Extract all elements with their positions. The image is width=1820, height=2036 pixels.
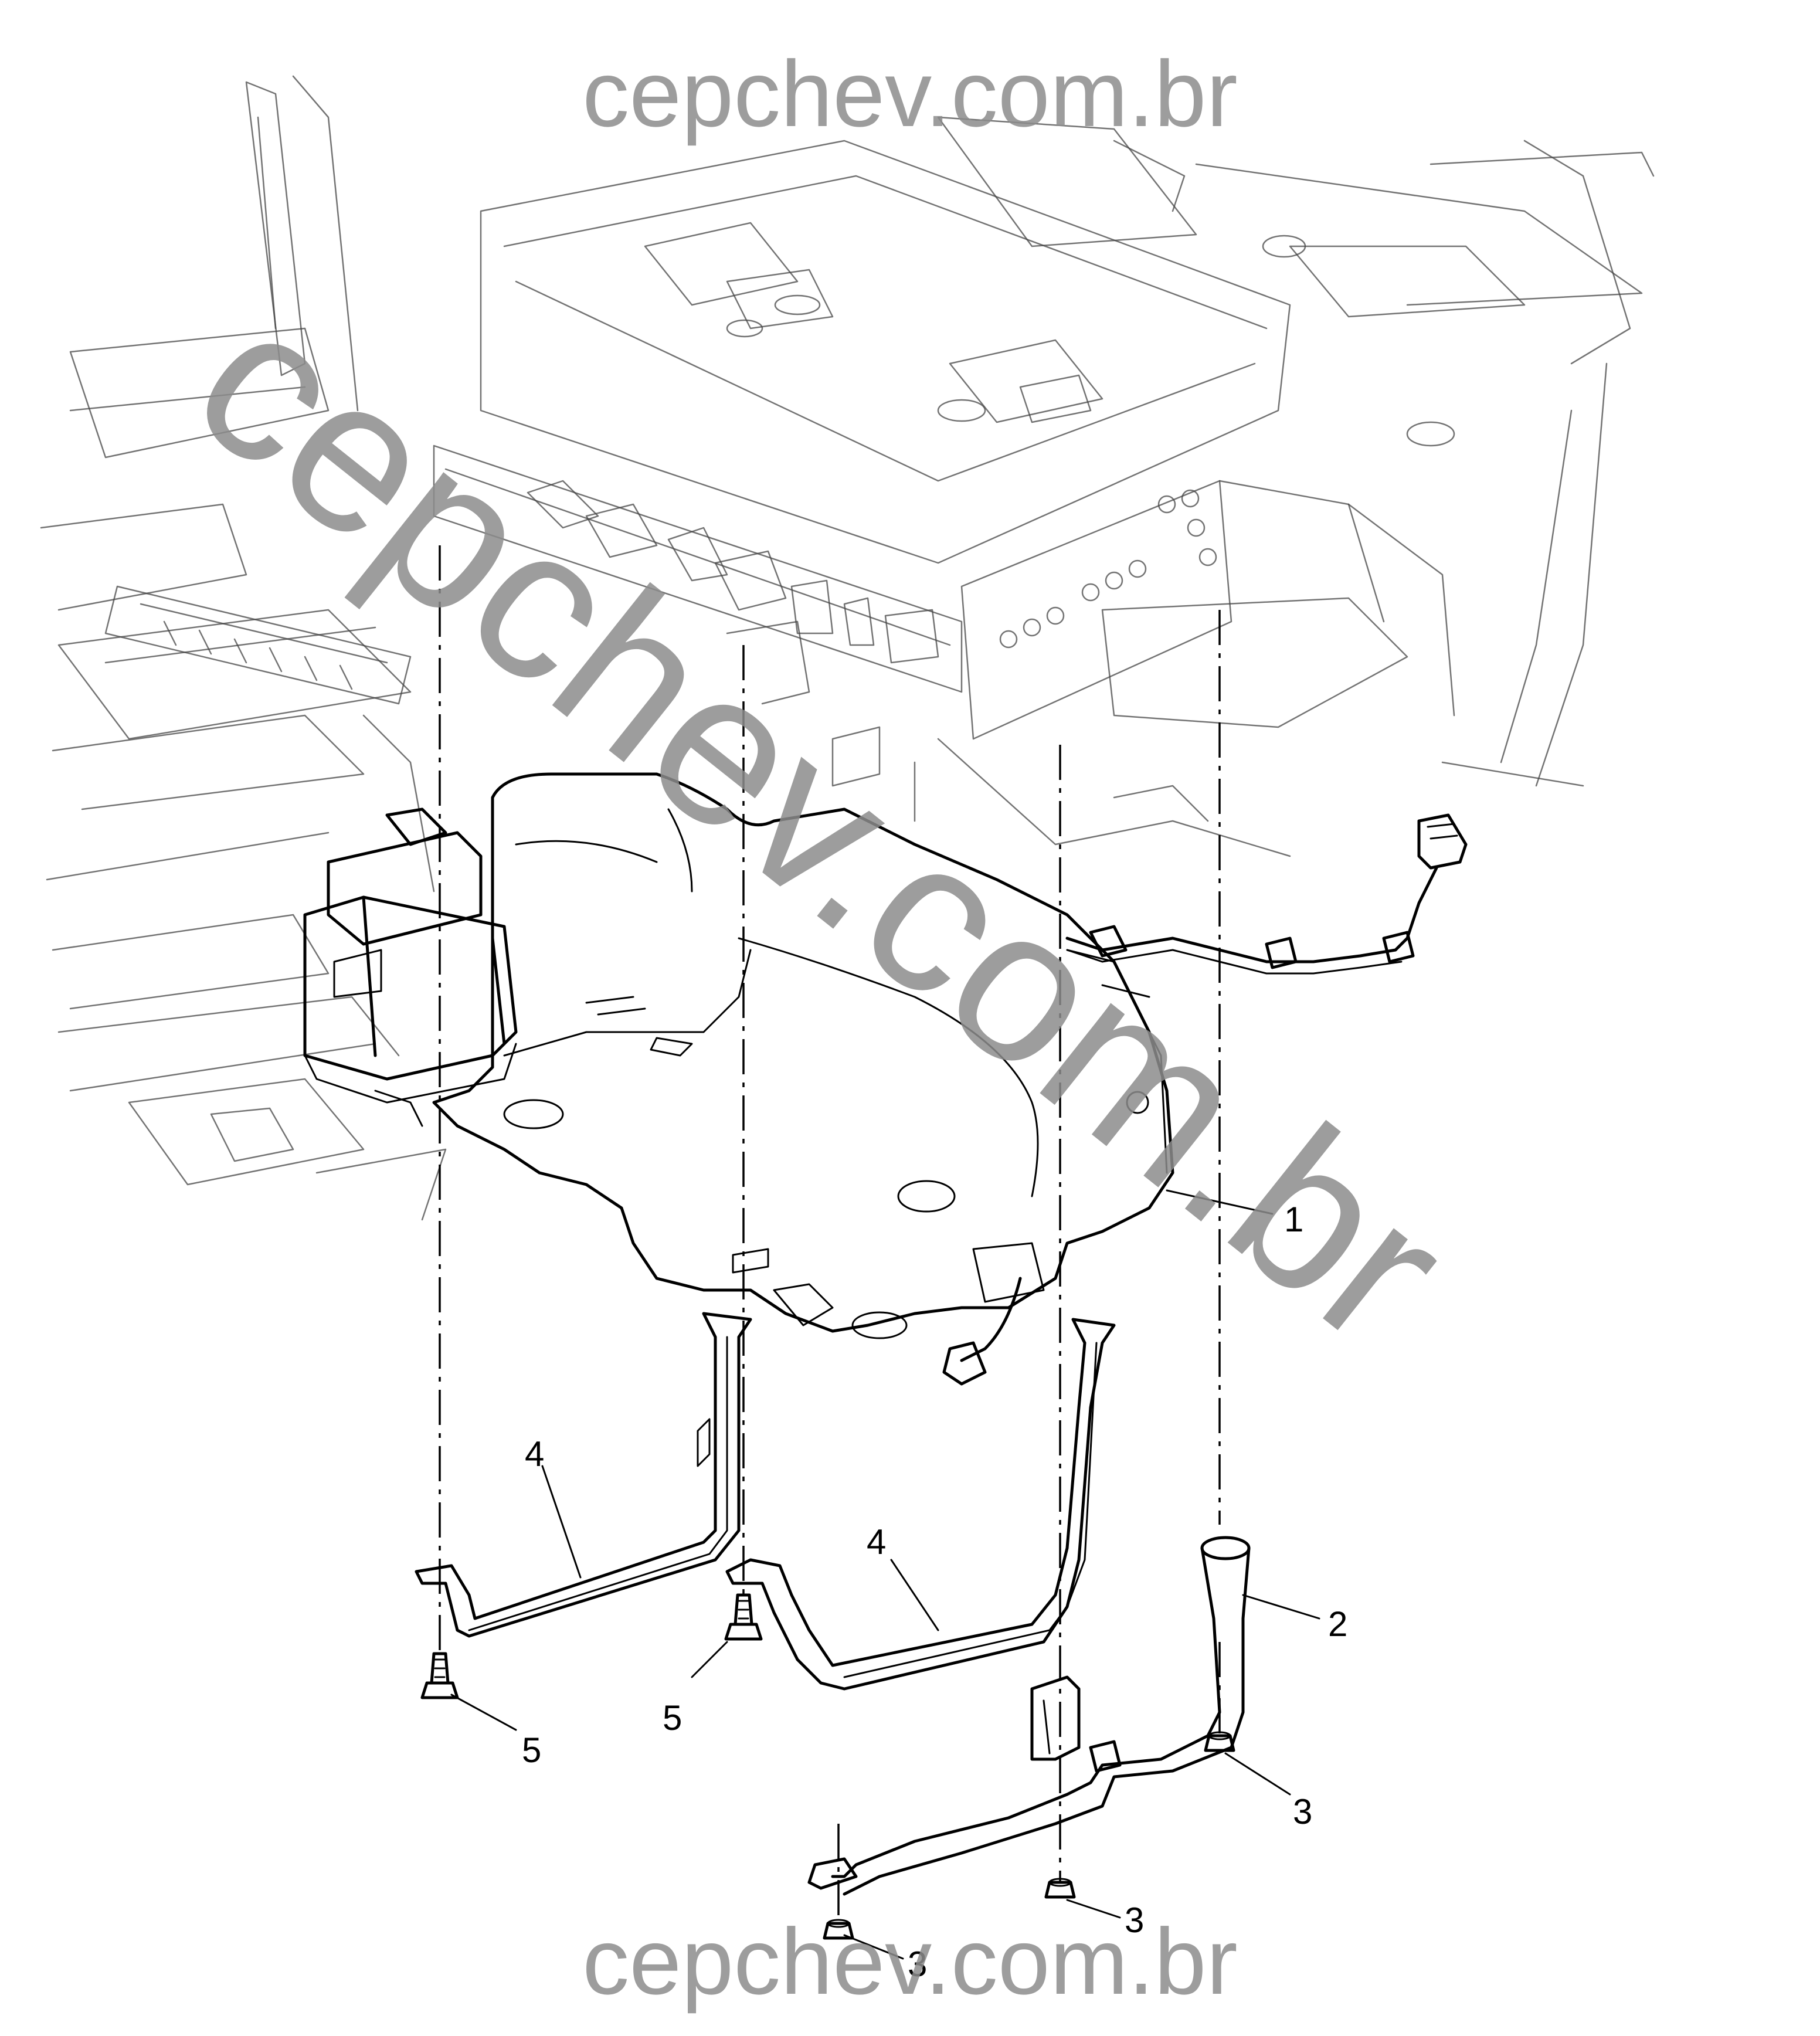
bolt-center: [724, 1593, 763, 1641]
callout-2: 2: [1328, 1604, 1347, 1644]
callout-5-center: 5: [663, 1698, 682, 1738]
leader-lines: [450, 1189, 1320, 1960]
bolt-left: [420, 1652, 459, 1699]
callout-4-left: 4: [525, 1434, 544, 1474]
watermark-top: cepchev.com.br: [582, 41, 1238, 146]
callout-1: 1: [1284, 1200, 1303, 1239]
wiring-harness: [942, 813, 1468, 1386]
fuel-filler-pipe: [807, 1536, 1251, 1896]
watermark-diagonal: cepchev.com.br: [152, 257, 1490, 1391]
vehicle-underbody: [40, 75, 1655, 1221]
fuel-tank: [432, 772, 1174, 1339]
callout-5-left: 5: [522, 1730, 541, 1770]
fuel-tank-strap-left: [415, 1312, 752, 1638]
evap-canister: [303, 807, 518, 1127]
callout-3-left: 3: [908, 1945, 927, 1984]
callout-3-center: 3: [1125, 1901, 1144, 1940]
watermarks: cepchev.com.br cepchev.com.br cepchev.co…: [152, 41, 1490, 2014]
callout-4-right: 4: [867, 1522, 886, 1562]
nut-right: [1204, 1731, 1235, 1752]
watermark-bottom: cepchev.com.br: [582, 1909, 1238, 2014]
callout-3-right: 3: [1293, 1792, 1312, 1831]
nut-center: [1044, 1878, 1076, 1899]
fuel-tank-strap-right: [725, 1318, 1116, 1691]
callout-labels: 1 2 3 3 3 4 4 5 5: [522, 1200, 1347, 1984]
